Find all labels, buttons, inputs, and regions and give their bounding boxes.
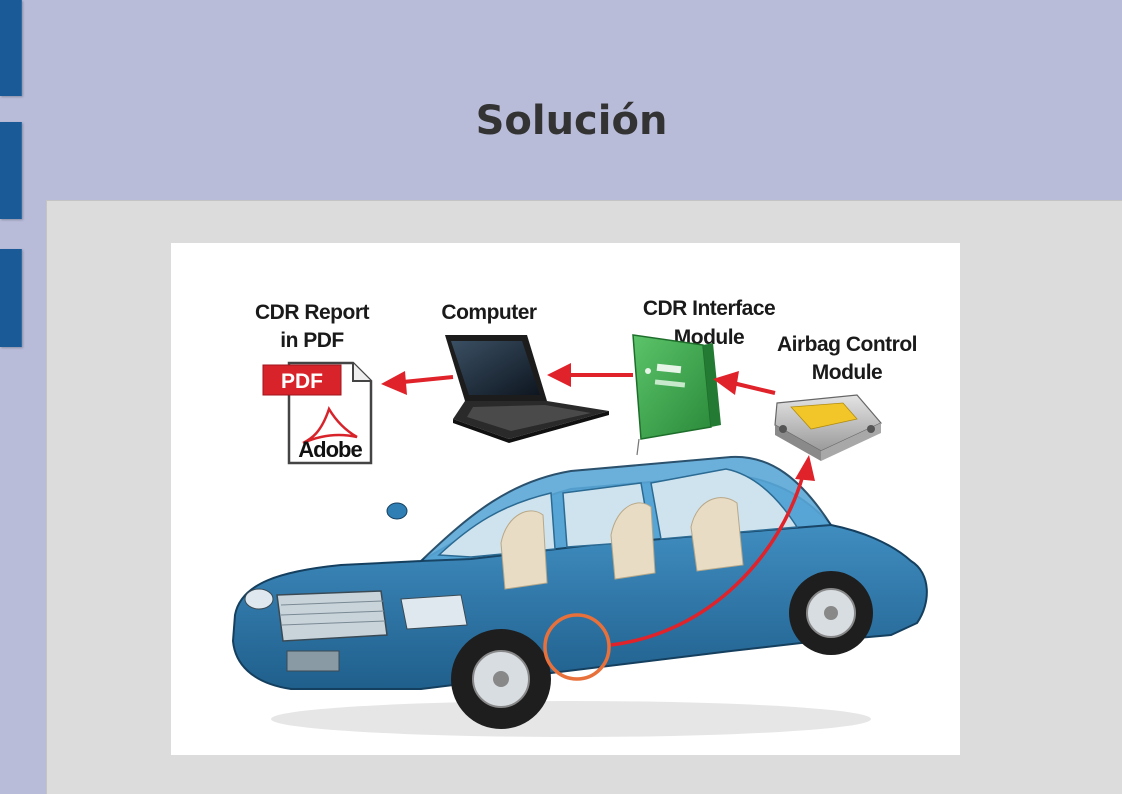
airbag-control-module-icon	[774, 394, 882, 461]
diagram-svg: CDR Report in PDF Computer CDR Interface…	[231, 297, 928, 737]
pdf-badge-text: PDF	[281, 370, 323, 393]
label-computer: Computer	[441, 301, 536, 324]
cdr-diagram: CDR Report in PDF Computer CDR Interface…	[171, 243, 960, 755]
label-airbag-2: Module	[812, 361, 883, 384]
car-illustration	[231, 455, 928, 737]
label-cdr-interface-1: CDR Interface	[643, 297, 775, 320]
label-airbag-1: Airbag Control	[777, 333, 917, 356]
side-tab-3	[0, 249, 22, 347]
label-cdr-report-2: in PDF	[280, 329, 344, 352]
laptop-icon	[445, 335, 609, 443]
cdr-interface-module-icon	[632, 334, 721, 456]
flow-arrows	[381, 363, 776, 395]
side-tab-1	[0, 0, 22, 96]
label-cdr-report-1: CDR Report	[255, 301, 370, 324]
content-area: CDR Report in PDF Computer CDR Interface…	[46, 200, 1122, 794]
highlight-connection	[543, 455, 815, 681]
adobe-brand-text: Adobe	[298, 437, 362, 462]
slide-title: Solución	[475, 98, 668, 144]
pdf-document-icon: PDF Adobe	[262, 361, 373, 465]
side-tab-2	[0, 122, 22, 219]
